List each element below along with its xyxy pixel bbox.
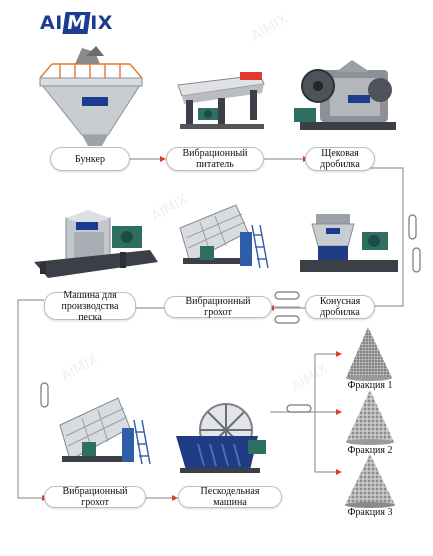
aggregate-pile-icon	[346, 327, 392, 381]
jaw-crusher-label: Щековая дробилка	[305, 147, 375, 171]
vibrating-screen-icon	[179, 204, 269, 269]
sand-making-machine-icon	[34, 210, 158, 278]
aggregate-pile-icon	[345, 454, 395, 508]
cone-crusher-icon	[300, 214, 398, 272]
bunker-label: Бункер	[50, 147, 130, 171]
vibrating-screen-label-bottom: Вибрационный грохот	[44, 486, 146, 508]
sand-washer-label: Пескодельная машина	[178, 486, 282, 508]
sand-washer-icon	[176, 403, 266, 473]
fraction-2-label: Фракция 2	[347, 445, 393, 456]
vibrating-feeder-icon	[177, 72, 265, 129]
fraction-3-label: Фракция 3	[347, 507, 393, 518]
fraction-1-label: Фракция 1	[347, 380, 393, 391]
sand-making-machine-label: Машина для производства песка	[44, 290, 136, 323]
vibrating-screen-label: Вибрационный грохот	[164, 296, 272, 318]
vibrating-screen-icon	[59, 397, 151, 465]
vibrating-feeder-label: Вибрационный питатель	[166, 147, 264, 171]
jaw-crusher-icon	[294, 60, 396, 130]
conveyor-icon	[40, 214, 421, 413]
aggregate-pile-icon	[346, 390, 394, 445]
hopper-icon	[39, 46, 143, 146]
cone-crusher-label: Конусная дробилка	[305, 295, 375, 319]
